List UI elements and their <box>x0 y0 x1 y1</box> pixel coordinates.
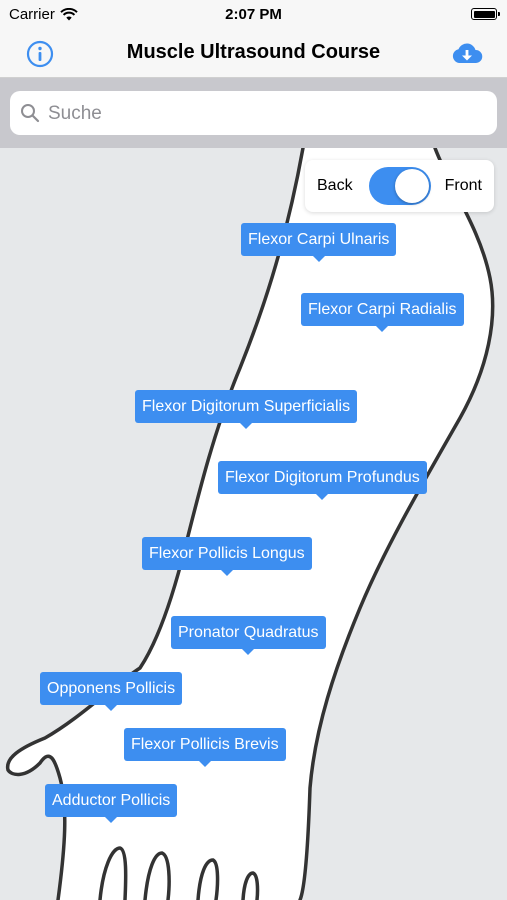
carrier-label: Carrier <box>9 6 55 23</box>
switch-knob[interactable] <box>395 169 429 203</box>
toggle-back-label[interactable]: Back <box>317 177 353 194</box>
info-icon[interactable] <box>26 40 54 68</box>
muscle-label-pronator-quadratus[interactable]: Pronator Quadratus <box>171 616 326 655</box>
muscle-label-flexor-digitorum-profundus[interactable]: Flexor Digitorum Profundus <box>218 461 427 500</box>
wifi-icon <box>60 8 78 21</box>
muscle-label-adductor-pollicis[interactable]: Adductor Pollicis <box>45 784 178 823</box>
muscle-label-flexor-pollicis-brevis[interactable]: Flexor Pollicis Brevis <box>124 728 286 767</box>
muscle-label-flexor-carpi-radialis[interactable]: Flexor Carpi Radialis <box>301 293 464 332</box>
cloud-download-icon[interactable] <box>451 41 483 67</box>
view-toggle: Back Front <box>305 160 494 212</box>
navigation-bar: Muscle Ultrasound Course <box>0 30 507 78</box>
search-bar <box>0 78 507 148</box>
status-carrier: Carrier <box>9 6 78 23</box>
muscle-label-flexor-carpi-ulnaris[interactable]: Flexor Carpi Ulnaris <box>241 223 397 262</box>
status-time: 2:07 PM <box>225 6 282 23</box>
toggle-front-label[interactable]: Front <box>444 177 482 194</box>
search-field[interactable] <box>10 91 497 137</box>
muscle-label-flexor-pollicis-longus[interactable]: Flexor Pollicis Longus <box>142 537 312 576</box>
search-icon <box>21 104 40 123</box>
page-title: Muscle Ultrasound Course <box>126 41 381 63</box>
battery-icon <box>471 8 500 20</box>
search-input[interactable] <box>46 91 490 137</box>
muscle-label-opponens-pollicis[interactable]: Opponens Pollicis <box>40 672 183 711</box>
status-bar: Carrier 2:07 PM <box>0 0 507 30</box>
arm-diagram <box>0 148 507 900</box>
back-front-switch[interactable] <box>369 167 431 205</box>
muscle-label-flexor-digitorum-superficialis[interactable]: Flexor Digitorum Superficialis <box>135 390 358 429</box>
